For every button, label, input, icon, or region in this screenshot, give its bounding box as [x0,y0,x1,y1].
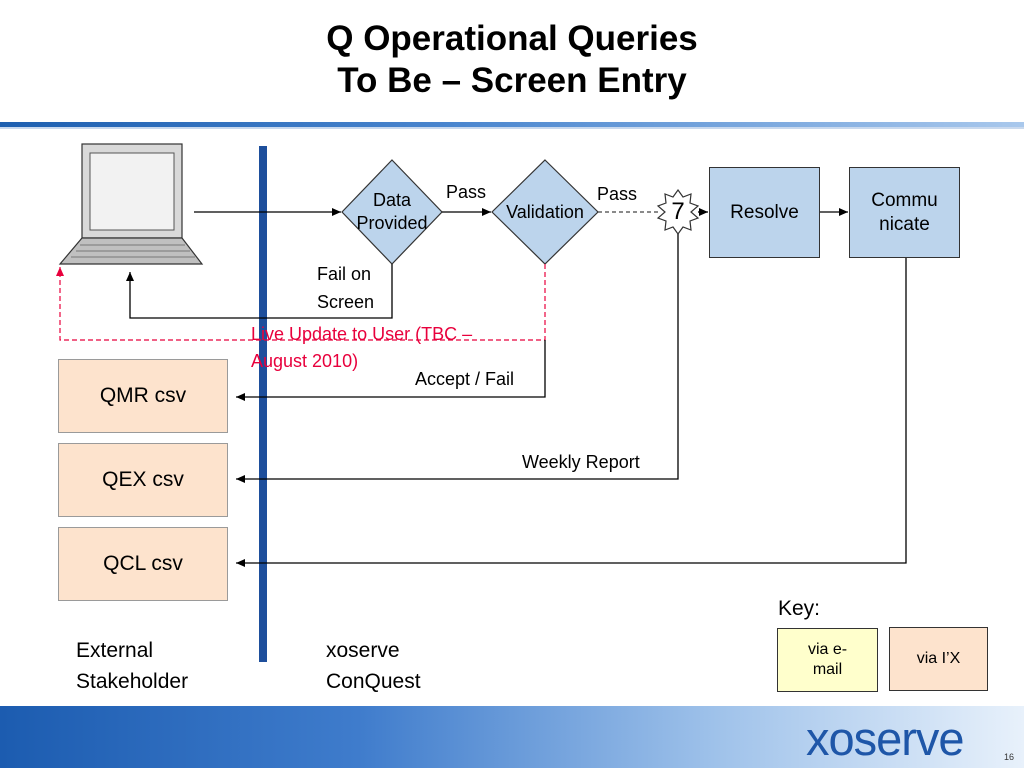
title-line-1: Q Operational Queries [326,19,698,58]
pass-label-1: Pass [446,182,487,202]
page-number: 16 [1004,752,1015,762]
arrow-fail-on-screen [126,264,393,319]
qcl-csv-box: QCL csv [58,527,228,601]
title-divider [0,122,1024,127]
arrow-weekly-report [236,234,679,483]
laptop-icon [58,143,204,265]
qex-csv-box: QEX csv [58,443,228,517]
data-provided-label: Data Provided [356,190,428,233]
accept-fail-label: Accept / Fail [415,369,515,389]
swimlane-divider [259,146,267,662]
arrow-communicate-to-qcl [236,258,907,567]
external-stakeholder-label: External Stakeholder [76,639,189,693]
pass-label-2: Pass [597,184,638,204]
title-divider-shadow [0,127,1024,129]
weekly-report-label: Weekly Report [522,452,640,472]
xoserve-logo: xoserve [806,712,965,765]
key-title: Key: [778,597,821,620]
footer-bar [0,706,1024,768]
key-email-box: via e- mail [777,628,878,692]
arrow-accept-fail [236,340,546,401]
live-update-label: Live Update to User (TBC – August 2010) [251,324,473,371]
key-ix-box: via I’X [889,627,988,691]
fail-on-screen-label: Fail on Screen [317,264,375,312]
resolve-box: Resolve [709,167,820,258]
qmr-csv-box: QMR csv [58,359,228,433]
step-7-label: 7 [671,198,685,225]
slide-title: Q Operational Queries To Be – Screen Ent… [0,18,1024,102]
title-line-2: To Be – Screen Entry [337,61,687,100]
xoserve-conquest-label: xoserve ConQuest [326,639,421,693]
validation-label: Validation [506,201,584,222]
communicate-box: Commu nicate [849,167,960,258]
